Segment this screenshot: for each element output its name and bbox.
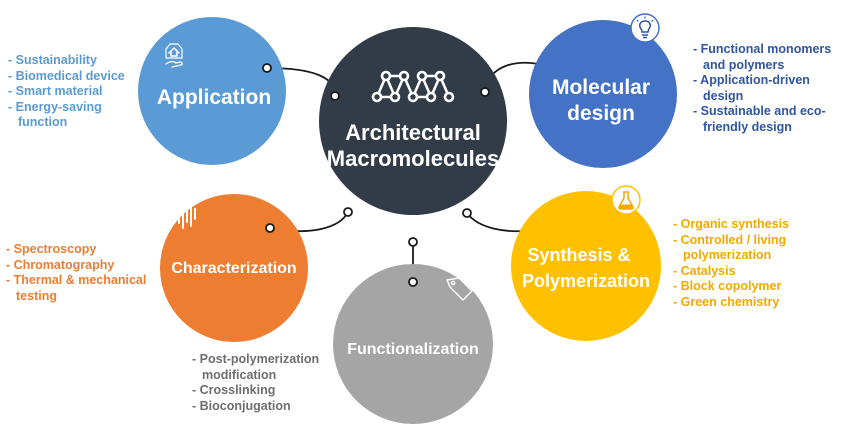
house-in-hand-icon — [165, 43, 183, 68]
molecular-design-list: Functional monomers and polymersApplicat… — [693, 42, 848, 135]
list-item: Crosslinking — [192, 383, 347, 399]
functionalization-list: Post-polymerization modificationCrosslin… — [192, 352, 347, 414]
dot-molecular-center — [480, 87, 490, 97]
list-item: Sustainable and eco-friendly design — [693, 104, 848, 135]
synthesis-title-line2: Polymerization — [522, 271, 650, 291]
list-item: Controlled / living polymerization — [673, 233, 843, 264]
list-item: Functional monomers and polymers — [693, 42, 848, 73]
circle-application — [138, 17, 286, 165]
dot-functionalization-outer — [408, 277, 418, 287]
center-title-line2: Macromolecules — [327, 146, 499, 171]
list-item: Smart material — [8, 84, 153, 100]
dot-application-center — [330, 91, 340, 101]
list-item: Green chemistry — [673, 295, 843, 311]
lightbulb-icon — [630, 13, 660, 43]
circle-center — [319, 27, 507, 215]
molecular-design-title-line1: Molecular — [552, 76, 650, 99]
application-title: Application — [157, 86, 271, 109]
flask-icon — [611, 185, 641, 215]
dot-application-outer — [262, 63, 272, 73]
list-item: Thermal & mechanical testing — [6, 273, 166, 304]
list-item: Application-driven design — [693, 73, 848, 104]
list-item: Spectroscopy — [6, 242, 166, 258]
list-item: Bioconjugation — [192, 399, 347, 415]
circle-molecular-design — [529, 20, 677, 168]
circle-functionalization — [333, 264, 493, 424]
synthesis-list: Organic synthesisControlled / living pol… — [673, 217, 843, 310]
characterization-list: SpectroscopyChromatographyThermal & mech… — [6, 242, 166, 304]
dot-functionalization-center — [408, 237, 418, 247]
dot-characterization-outer — [265, 223, 275, 233]
synthesis-title-line1: Synthesis & — [527, 245, 630, 265]
list-item: Energy-saving function — [8, 100, 153, 131]
connector-dots — [262, 63, 490, 287]
list-item: Organic synthesis — [673, 217, 843, 233]
application-list: SustainabilityBiomedical deviceSmart mat… — [8, 53, 153, 131]
tag-icon — [446, 277, 473, 301]
characterization-title: Characterization — [171, 260, 296, 277]
dot-characterization-center — [343, 207, 353, 217]
molecule-network-icon — [371, 70, 455, 103]
functionalization-title: Functionalization — [347, 341, 479, 358]
list-item: Catalysis — [673, 264, 843, 280]
center-title-line1: Architectural — [345, 120, 481, 145]
list-item: Post-polymerization modification — [192, 352, 347, 383]
molecular-design-title-line2: design — [567, 102, 635, 125]
list-item: Block copolymer — [673, 279, 843, 295]
list-item: Chromatography — [6, 258, 166, 274]
dot-synthesis-center — [462, 208, 472, 218]
list-item: Biomedical device — [8, 69, 153, 85]
circle-synthesis — [511, 191, 661, 341]
list-item: Sustainability — [8, 53, 153, 69]
sound-wave-icon — [174, 199, 196, 229]
